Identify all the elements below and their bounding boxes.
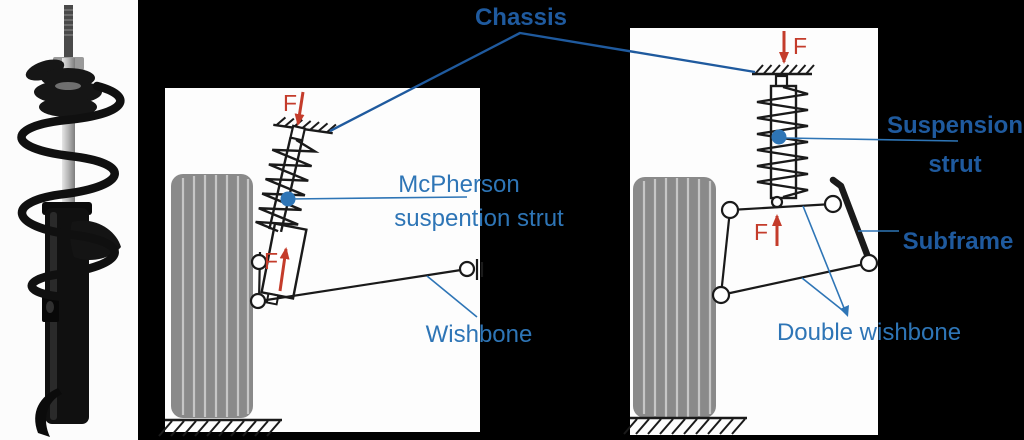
label-chassis: Chassis [475, 4, 567, 31]
upper-ball-joint [250, 253, 268, 271]
strut-lower-ball [770, 195, 784, 209]
strut-reference-dot [771, 129, 787, 145]
label-suspension-strut-line2: strut [928, 151, 981, 178]
label-mcpherson-line2: suspention strut [394, 205, 564, 232]
chassis-pointer-lines [329, 31, 756, 133]
damper-body [35, 202, 92, 437]
wishbone-chassis-joint [458, 260, 476, 278]
label-wishbone: Wishbone [426, 321, 533, 348]
label-double-wishbone: Double wishbone [777, 319, 961, 346]
force-arrow-up [278, 247, 290, 292]
upper-outer-joint [720, 200, 740, 220]
force-label: F [264, 248, 278, 274]
suspension-strut-leader-line [785, 137, 959, 142]
double-wishbone-leader-line [801, 277, 847, 314]
lower-outer-joint [711, 285, 731, 305]
leader-arrowhead-icon [840, 305, 849, 317]
force-label: F [793, 33, 807, 59]
tire-front-view [633, 177, 716, 418]
force-label: F [754, 219, 768, 245]
ground-hatch [158, 418, 282, 437]
bottom-bracket [35, 388, 62, 437]
tire-front-view [171, 174, 253, 418]
force-label: F [283, 90, 297, 116]
label-mcpherson-line1: McPherson [398, 171, 519, 198]
knuckle-link [719, 209, 732, 296]
lower-ball-joint [249, 292, 267, 310]
upper-wishbone-arm [729, 202, 834, 212]
mcpherson-leader-line [288, 196, 468, 200]
subframe-bar [829, 176, 872, 261]
label-suspension-strut-line1: Suspension [887, 112, 1023, 139]
double-wishbone-leader-line [802, 205, 847, 314]
label-subframe: Subframe [903, 228, 1014, 255]
wishbone-leader-line [426, 275, 478, 318]
ground-hatch [623, 416, 747, 435]
double-wishbone-diagram: F F [623, 28, 879, 435]
spring-symbol [255, 124, 320, 233]
top-mount [25, 59, 102, 117]
mcpherson-diagram: F F [158, 88, 484, 437]
upper-inner-joint [823, 194, 843, 214]
strut-reference-dot [280, 191, 296, 207]
coil-spring [17, 81, 125, 303]
force-arrow-down [294, 91, 305, 126]
wishbone-arm [259, 268, 462, 303]
spring-symbol [756, 85, 809, 199]
lower-inner-joint [859, 253, 879, 273]
lower-wishbone-arm [720, 261, 870, 297]
strut-photo [0, 0, 138, 440]
chassis-mount-hatch [752, 64, 815, 76]
